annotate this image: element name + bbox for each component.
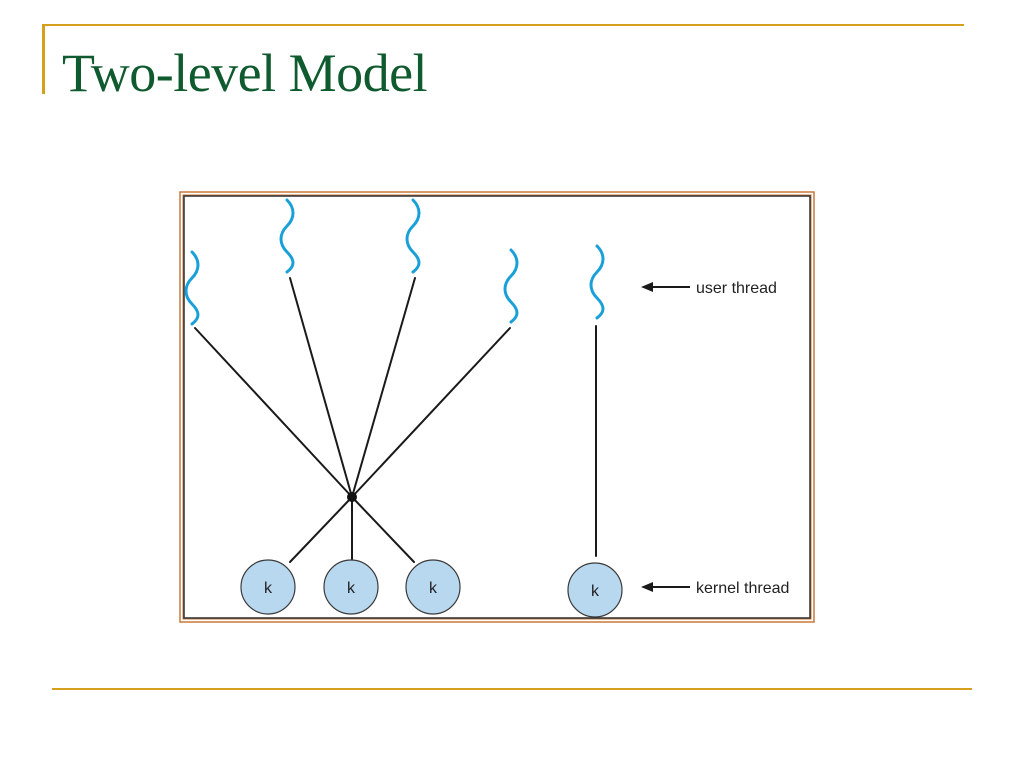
user-thread-label: user thread bbox=[696, 280, 777, 297]
user-thread-callout: user thread bbox=[641, 280, 777, 297]
kernel-thread-symbol: k bbox=[347, 580, 356, 597]
arrowhead bbox=[641, 582, 653, 592]
arrowhead bbox=[641, 282, 653, 292]
wavy-line-icon bbox=[405, 198, 421, 274]
kernel-thread-callout: kernel thread bbox=[641, 580, 789, 597]
slide-title: Two-level Model bbox=[62, 43, 428, 103]
kernel-thread-symbol: k bbox=[591, 583, 600, 600]
connector-line bbox=[351, 496, 415, 563]
wavy-line-icon bbox=[184, 250, 200, 326]
wavy-line-icon bbox=[279, 198, 295, 274]
title-rule-left bbox=[42, 24, 45, 94]
circle-k-icon: k bbox=[405, 559, 461, 615]
kernel-thread-symbol: k bbox=[429, 580, 438, 597]
wavy-line-icon bbox=[503, 248, 519, 324]
connector-line bbox=[289, 496, 353, 563]
bottom-rule bbox=[52, 688, 972, 690]
circle-k-icon: k bbox=[323, 559, 379, 615]
circle-k-icon: k bbox=[240, 559, 296, 615]
kernel-thread-symbol: k bbox=[264, 580, 273, 597]
kernel-threads: k k k k bbox=[240, 559, 623, 618]
title-rule-top bbox=[42, 24, 964, 26]
user-threads bbox=[184, 198, 605, 326]
connector-line bbox=[289, 277, 353, 498]
connector-line bbox=[351, 327, 511, 498]
circle-k-icon: k bbox=[567, 562, 623, 618]
wavy-line-icon bbox=[589, 244, 605, 320]
kernel-thread-label: kernel thread bbox=[696, 580, 789, 597]
junction-dot bbox=[347, 492, 357, 502]
connector-line bbox=[351, 277, 416, 498]
connector-line bbox=[194, 327, 353, 498]
figure-frame bbox=[179, 191, 815, 623]
